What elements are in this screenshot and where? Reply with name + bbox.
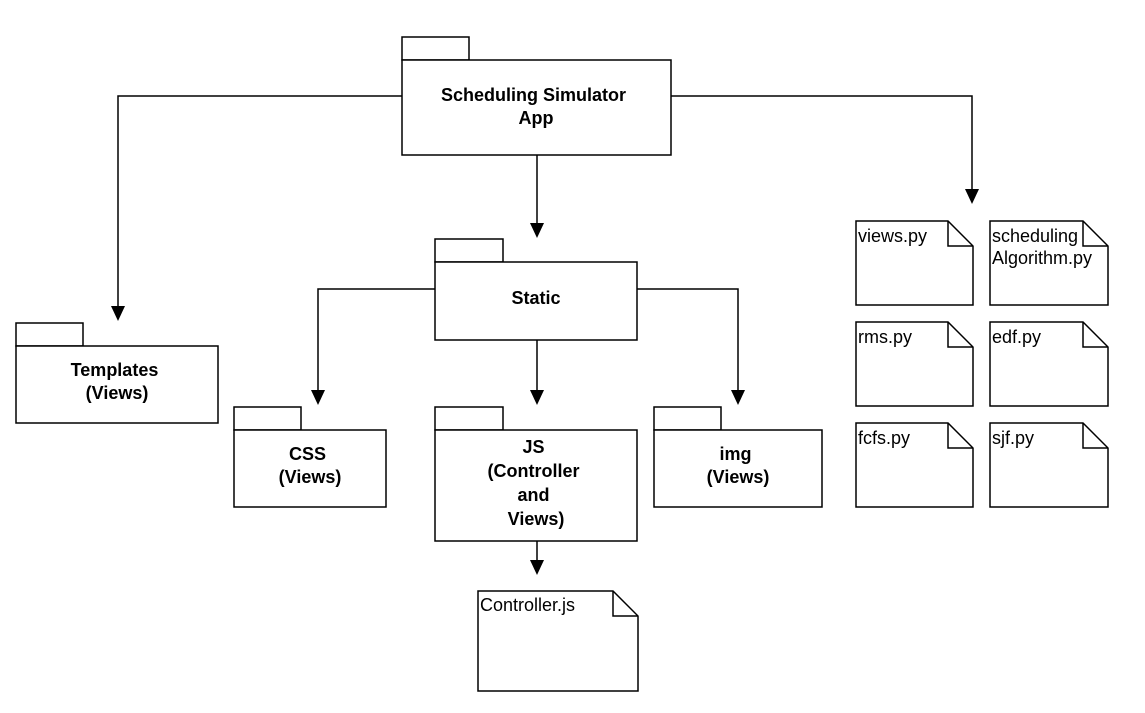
package-js-label-line-3: and — [517, 485, 549, 505]
package-body — [401, 59, 672, 156]
file-fcfs-py-label: fcfs.py — [858, 428, 910, 448]
package-body — [233, 429, 387, 508]
file-note-shape — [989, 220, 1109, 306]
file-note-shape — [989, 422, 1109, 508]
package-app: Scheduling Simulator App — [401, 36, 672, 156]
file-views-py-label-line-1: views.py — [858, 226, 927, 246]
arrowhead-files — [965, 189, 979, 204]
package-static-label-line-1: Static — [511, 288, 560, 308]
file-scheduling-algorithm-py: scheduling Algorithm.py — [989, 220, 1109, 306]
file-rms-py: rms.py — [855, 321, 974, 407]
file-edf-py-label: edf.py — [992, 327, 1041, 347]
package-tab — [434, 238, 504, 263]
file-note-shape — [855, 220, 974, 306]
package-tab — [401, 36, 470, 61]
package-js: JS (Controller and Views) — [434, 406, 638, 542]
file-controller-js-label: Controller.js — [480, 595, 575, 615]
package-templates-label: Templates (Views) — [71, 360, 164, 403]
file-scheduling-algorithm-py-label-line-2: Algorithm.py — [992, 248, 1092, 268]
package-css-label: CSS (Views) — [279, 444, 342, 487]
package-static: Static — [434, 238, 638, 341]
file-note-fold — [947, 423, 973, 449]
package-templates: Templates (Views) — [15, 322, 219, 424]
package-app-label-line-1: Scheduling Simulator — [441, 85, 626, 105]
package-tab — [233, 406, 302, 431]
file-note-fold — [947, 322, 973, 348]
package-js-label-line-1: JS — [522, 437, 544, 457]
package-js-label: JS (Controller and Views) — [487, 437, 584, 529]
package-tab — [434, 406, 504, 431]
file-note-fold — [1082, 322, 1108, 348]
package-img-label-line-2: (Views) — [707, 467, 770, 487]
file-views-py: views.py — [855, 220, 974, 306]
package-css: CSS (Views) — [233, 406, 387, 508]
package-body — [15, 345, 219, 424]
package-js-label-line-4: Views) — [508, 509, 565, 529]
file-edf-py-label-line-1: edf.py — [992, 327, 1041, 347]
package-templates-label-line-2: (Views) — [86, 383, 149, 403]
package-app-label: Scheduling Simulator App — [441, 85, 631, 128]
file-rms-py-label: rms.py — [858, 327, 912, 347]
arrowhead-controller — [530, 560, 544, 575]
edge-app-to-templates — [117, 95, 402, 306]
package-img: img (Views) — [653, 406, 823, 508]
arrowhead-templates — [111, 306, 125, 321]
arrowhead-static — [530, 223, 544, 238]
edge-static-to-img — [637, 288, 739, 390]
edge-app-to-files — [671, 95, 973, 189]
file-controller-js-label-line-1: Controller.js — [480, 595, 575, 615]
file-fcfs-py: fcfs.py — [855, 422, 974, 508]
arrowhead-css — [311, 390, 325, 405]
edge-static-to-css — [317, 288, 435, 390]
arrowhead-img — [731, 390, 745, 405]
package-static-label: Static — [511, 288, 560, 308]
file-sjf-py-label: sjf.py — [992, 428, 1034, 448]
package-body — [434, 429, 638, 542]
file-note-shape — [855, 422, 974, 508]
file-fcfs-py-label-line-1: fcfs.py — [858, 428, 910, 448]
package-body — [434, 261, 638, 341]
file-views-py-label: views.py — [858, 226, 927, 246]
file-controller-js: Controller.js — [477, 590, 639, 692]
package-css-label-line-2: (Views) — [279, 467, 342, 487]
file-note-shape — [477, 590, 639, 692]
package-css-label-line-1: CSS — [289, 444, 326, 464]
file-rms-py-label-line-1: rms.py — [858, 327, 912, 347]
package-js-label-line-2: (Controller — [487, 461, 579, 481]
edges — [111, 95, 979, 575]
package-tab — [15, 322, 84, 347]
file-note-fold — [947, 221, 973, 247]
file-note-shape — [855, 321, 974, 407]
arrowhead-js — [530, 390, 544, 405]
file-note-fold — [1082, 423, 1108, 449]
package-img-label: img (Views) — [707, 444, 770, 487]
file-edf-py: edf.py — [989, 321, 1109, 407]
file-note-fold — [1082, 221, 1108, 247]
file-scheduling-algorithm-py-label-line-1: scheduling — [992, 226, 1078, 246]
file-scheduling-algorithm-py-label: scheduling Algorithm.py — [992, 226, 1092, 268]
file-note-fold — [612, 591, 638, 617]
file-sjf-py-label-line-1: sjf.py — [992, 428, 1034, 448]
package-app-label-line-2: App — [519, 108, 554, 128]
package-tab — [653, 406, 722, 431]
package-templates-label-line-1: Templates — [71, 360, 159, 380]
package-body — [653, 429, 823, 508]
file-sjf-py: sjf.py — [989, 422, 1109, 508]
file-note-shape — [989, 321, 1109, 407]
package-img-label-line-1: img — [719, 444, 751, 464]
